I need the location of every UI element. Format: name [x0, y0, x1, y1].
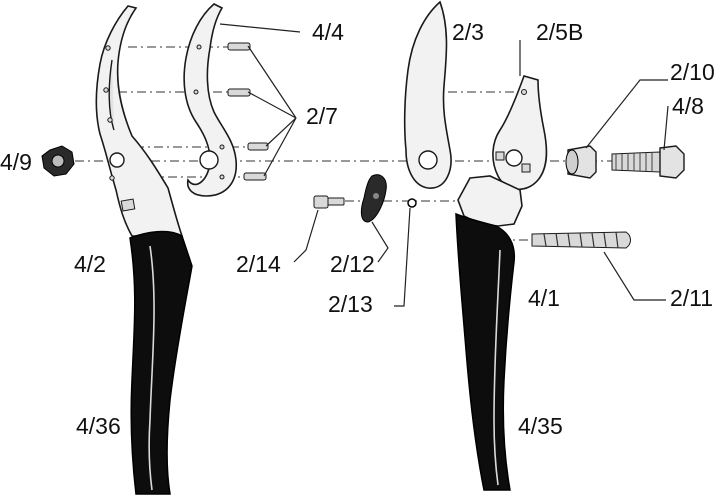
blade-holder	[492, 75, 548, 191]
label-4-2: 4/2	[74, 251, 106, 277]
label-4-4: 4/4	[312, 19, 344, 45]
label-4-1: 4/1	[528, 285, 560, 311]
label-2-7: 2/7	[306, 103, 338, 129]
bushing-and-bolt	[565, 145, 685, 179]
label-2-5b: 2/5B	[536, 19, 583, 45]
label-4-9: 4/9	[0, 149, 32, 175]
right-handle-assembly	[455, 175, 523, 491]
label-2-3: 2/3	[452, 19, 484, 45]
part-labels: 4/4 2/3 2/5B 2/10 4/8 2/7 4/9 4/2 2/14 2…	[0, 19, 715, 439]
spring	[531, 231, 631, 249]
label-4-36: 4/36	[76, 413, 121, 439]
label-2-12: 2/12	[330, 251, 375, 277]
left-handle-assembly	[95, 5, 193, 495]
label-2-10: 2/10	[670, 59, 715, 85]
anvil-plate	[183, 3, 237, 197]
label-4-8: 4/8	[672, 93, 704, 119]
small-parts	[313, 174, 417, 223]
label-4-35: 4/35	[518, 413, 563, 439]
screws	[227, 42, 269, 181]
left-handle-grip	[129, 230, 193, 495]
label-2-13: 2/13	[328, 291, 373, 317]
label-2-11: 2/11	[670, 285, 713, 311]
leader-lines	[219, 23, 669, 307]
cutting-blade	[403, 0, 452, 189]
nut	[41, 145, 75, 177]
label-2-14: 2/14	[236, 251, 281, 277]
